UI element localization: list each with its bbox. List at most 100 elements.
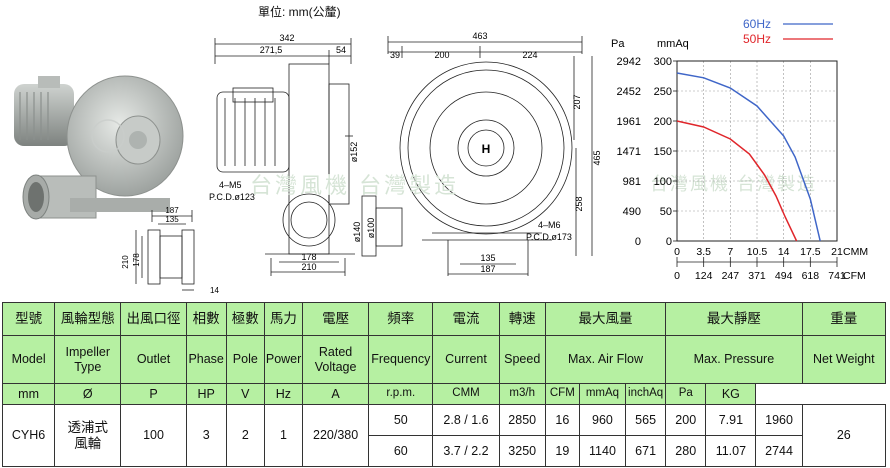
th-current-en: Current: [432, 335, 500, 384]
y-tick-pa: 0: [635, 236, 641, 248]
cell-impeller-type: 透浦式風輪: [54, 404, 122, 467]
x-axis-label-cfm: CFM: [843, 270, 866, 282]
th-m3h-unit: m3/h: [498, 383, 546, 405]
y-tick-mmaq: 0: [666, 236, 672, 248]
th-cmm-unit: CMM: [432, 383, 500, 405]
legend-label-50Hz: 50Hz: [743, 32, 771, 46]
dim-overall-463: 463: [472, 31, 487, 41]
blower-photo: [14, 75, 184, 220]
dim-207: 207: [572, 94, 582, 109]
th-frequency-unit: Hz: [263, 383, 303, 405]
cell-current: 3.7 / 2.2: [432, 435, 500, 467]
cell-voltage: 220/380: [301, 404, 370, 467]
watermark-logo-center: 台灣風機 台灣製造: [250, 173, 460, 198]
cell-hz: 50: [368, 404, 434, 436]
th-weight-en: Net Weight: [801, 335, 887, 384]
holes-left-pcd: P.C.D.ø123: [209, 192, 255, 202]
flange-t14: 14: [210, 286, 219, 295]
flange-h178: 178: [132, 253, 141, 267]
th-pressure-en: Max. Pressure: [665, 335, 803, 384]
impeller-mark: H: [482, 142, 491, 156]
dim-outlet-54: 54: [336, 45, 346, 55]
th-power-unit: HP: [185, 383, 227, 405]
th-outlet-zh: 出風口徑: [120, 302, 187, 336]
cell-cmm: 16: [544, 404, 580, 436]
dim-224: 224: [522, 50, 537, 60]
y-tick-mmaq: 100: [654, 176, 672, 188]
y-tick-mmaq: 250: [654, 86, 672, 98]
series-line-50Hz: [676, 120, 798, 242]
cell-speed: 3250: [498, 435, 546, 467]
legend-label-60Hz: 60Hz: [743, 17, 771, 31]
motor-body: [14, 84, 74, 146]
holes-left-count: 4–M5: [219, 180, 242, 190]
th-weight-unit: KG: [705, 383, 757, 405]
unit-note: 單位: mm(公釐): [258, 5, 341, 19]
flange-w135: 135: [165, 215, 179, 224]
x-tick-cmm: 21: [831, 246, 843, 258]
th-inchaq-unit: inchAq: [625, 383, 667, 405]
dim-body-271: 271,5: [260, 45, 283, 55]
th-phase-unit: Ø: [54, 383, 122, 405]
x-tick-cfm: 371: [748, 270, 766, 282]
th-speed-unit: r.p.m.: [368, 383, 434, 405]
watermark-logo-chart: 台灣風機 台灣製造: [650, 174, 818, 194]
x-tick-cfm: 741: [828, 270, 846, 282]
th-airflow-en: Max. Air Flow: [544, 335, 667, 384]
table-row: CYH6 透浦式風輪 100 3 2 1 220/380 50 2.8 / 1.…: [1, 404, 887, 467]
th-phase-en: Phase: [185, 335, 227, 384]
cell-outlet: 100: [120, 404, 187, 467]
flange-w187: 187: [165, 206, 179, 215]
cell-cfm: 671: [625, 435, 667, 467]
cell-speed: 2850: [498, 404, 546, 436]
x-tick-cmm: 7: [727, 246, 733, 258]
th-speed-en: Speed: [498, 335, 546, 384]
y-axis-label-pa: Pa: [611, 38, 625, 50]
base-right-187: 187: [480, 264, 495, 274]
th-voltage-zh: 電壓: [301, 302, 370, 336]
cell-phase: 3: [185, 404, 227, 467]
dim-465: 465: [592, 150, 602, 165]
table-row: 60 3.7 / 2.2 3250 19 1140 671 280 11.07 …: [3, 435, 886, 467]
holes-right-pcd: P.C.D.ø173: [526, 232, 572, 242]
x-tick-cfm: 247: [722, 270, 740, 282]
th-cfm-unit: CFM: [544, 383, 580, 405]
dim-d140: ø140: [352, 222, 362, 243]
th-phase-zh: 相數: [185, 302, 227, 336]
dim-overall-342: 342: [279, 33, 294, 43]
x-tick-cmm: 14: [778, 246, 790, 258]
spec-table: 型號 風輪型態 出風口徑 相數 極數 馬力 電壓 頻率 電流 轉速 最大風量 最…: [1, 302, 887, 467]
cell-cmm: 19: [544, 435, 580, 467]
th-pole-zh: 極數: [225, 302, 265, 336]
th-pa-unit: Pa: [665, 383, 707, 405]
th-frequency-zh: 頻率: [368, 302, 434, 336]
x-axis-label-cmm: CMM: [843, 246, 868, 258]
y-tick-pa: 1471: [617, 146, 641, 158]
th-pole-en: Pole: [225, 335, 265, 384]
dim-200: 200: [434, 50, 449, 60]
x-tick-cmm: 3.5: [696, 246, 711, 258]
header-row-units: mm Ø P HP V Hz A r.p.m. CMM m3/h CFM mmA…: [1, 383, 886, 405]
x-tick-cmm: 10.5: [747, 246, 768, 258]
cell-cfm: 565: [625, 404, 667, 436]
th-frequency-en: Frequency: [368, 335, 434, 384]
holes-right-count: 4–M6: [538, 220, 561, 230]
y-tick-pa: 490: [623, 206, 641, 218]
y-tick-mmaq: 200: [654, 116, 672, 128]
header-row-zh: 型號 風輪型態 出風口徑 相數 極數 馬力 電壓 頻率 電流 轉速 最大風量 最…: [1, 302, 887, 336]
th-voltage-unit: V: [225, 383, 265, 405]
cell-pa: 1960: [755, 404, 803, 436]
cell-mmaq: 280: [665, 435, 707, 467]
base-left-178: 178: [301, 252, 316, 262]
y-tick-pa: 981: [623, 176, 641, 188]
cell-m3h: 960: [578, 404, 627, 436]
dim-39: 39: [390, 50, 400, 60]
th-weight-zh: 重量: [801, 302, 887, 336]
base-right-135: 135: [480, 253, 495, 263]
th-current-unit: A: [301, 383, 370, 405]
th-model-en: Model: [1, 335, 56, 384]
th-speed-zh: 轉速: [498, 302, 546, 336]
th-outlet-unit: mm: [1, 383, 56, 405]
cell-power: 1: [263, 404, 303, 467]
